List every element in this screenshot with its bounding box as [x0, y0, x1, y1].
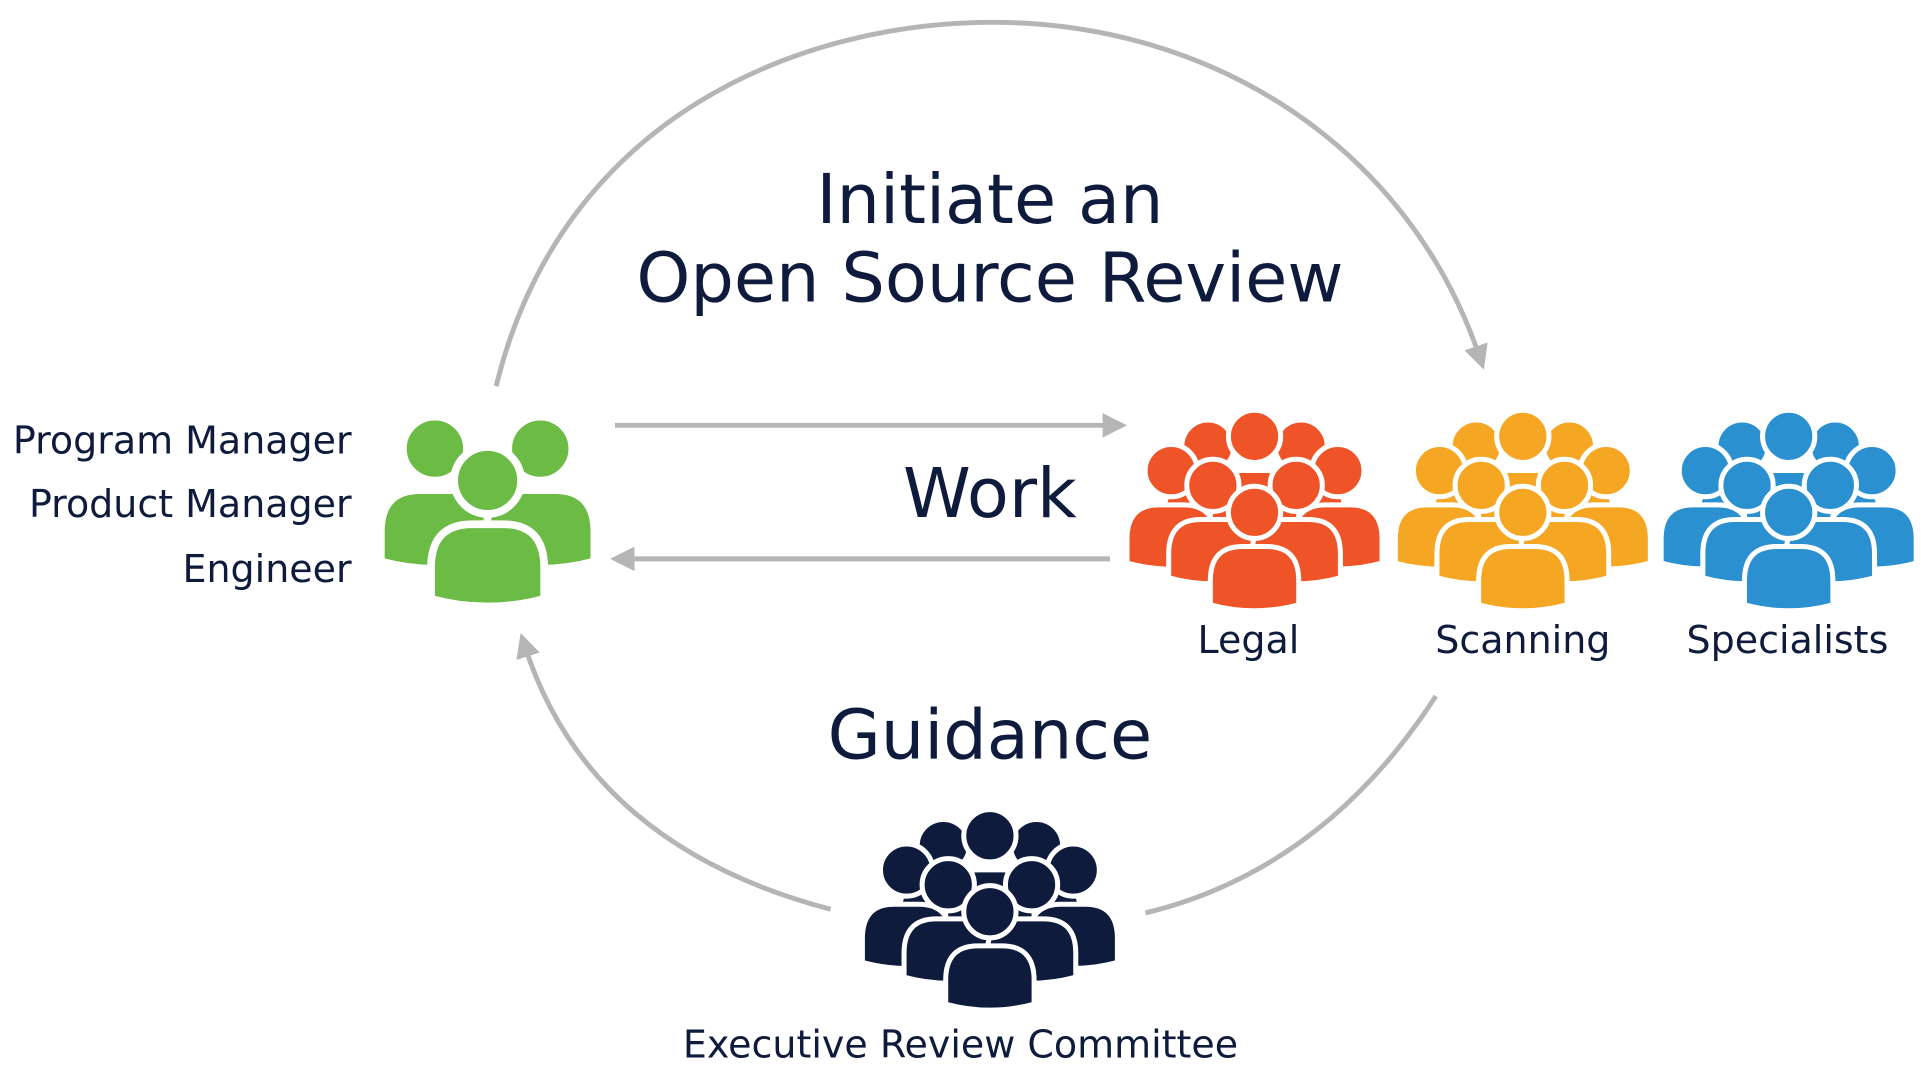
role-engineer: Engineer — [183, 547, 352, 591]
work-label: Work — [903, 454, 1077, 534]
role-product-manager: Product Manager — [29, 482, 352, 526]
scanning-group-icon — [1395, 410, 1650, 611]
team-specialists-label: Specialists — [1687, 618, 1889, 662]
initiators-group-icon — [381, 417, 594, 607]
team-scanning-label: Scanning — [1435, 618, 1610, 662]
title-line-2: Open Source Review — [636, 239, 1343, 319]
legal-group-icon — [1127, 410, 1382, 611]
team-legal-label: Legal — [1198, 618, 1300, 662]
committee-label: Executive Review Committee — [683, 1023, 1238, 1067]
title-line-1: Initiate an — [816, 160, 1163, 240]
specialists-group-icon — [1661, 410, 1916, 611]
guidance-arc-arrow — [516, 632, 832, 912]
role-program-manager: Program Manager — [13, 419, 352, 463]
committee-group-icon — [862, 810, 1117, 1011]
initiate-arc-arrow — [493, 19, 1488, 387]
guidance-label: Guidance — [828, 696, 1153, 776]
guidance-arc-right — [1144, 694, 1438, 916]
